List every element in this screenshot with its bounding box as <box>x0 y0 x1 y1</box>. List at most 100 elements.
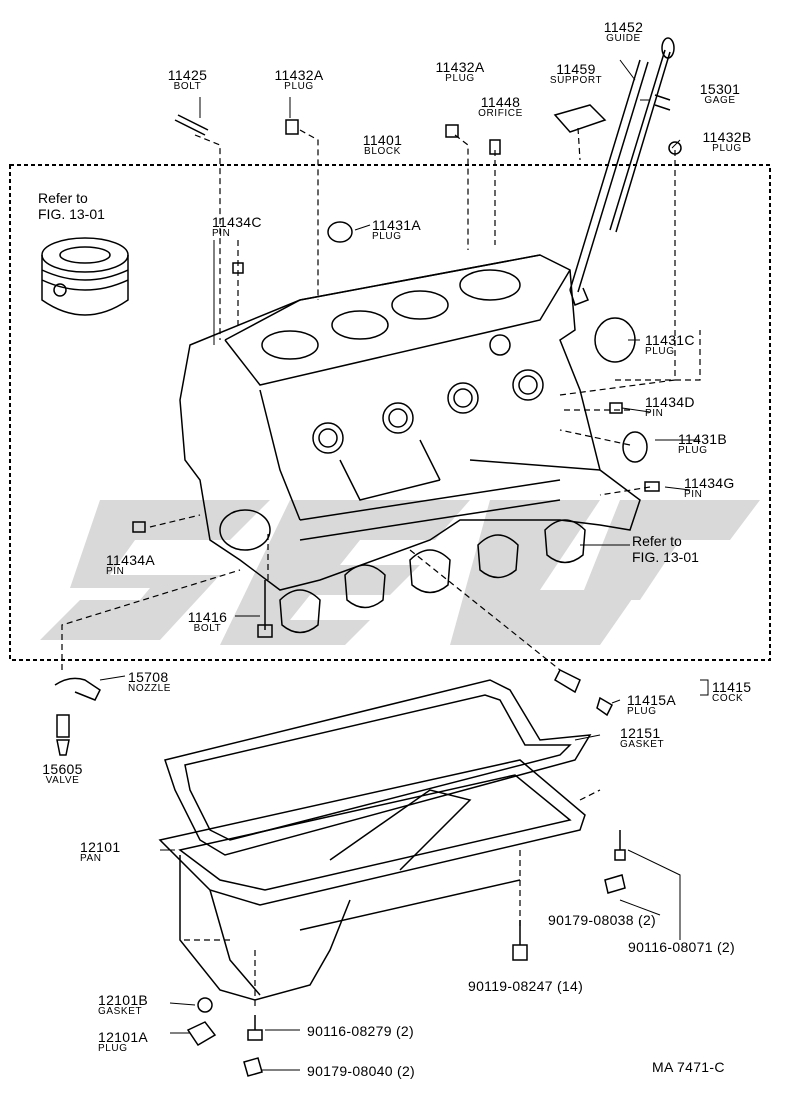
part-number: 15708 <box>128 669 169 685</box>
part-90116-08071: 90116-08071 (2) <box>628 939 735 955</box>
part-label-11431B: 11431B PLUG <box>678 432 748 456</box>
leader-lines <box>61 127 701 1010</box>
part-label-12101B: 12101B GASKET <box>98 993 168 1017</box>
part-number: 11432A <box>274 67 324 83</box>
part-90179-08040: 90179-08040 (2) <box>307 1063 416 1079</box>
part-name: PLUG <box>98 1043 128 1054</box>
part-number: 11459 <box>556 61 596 77</box>
engine-block-drawing <box>179 254 641 591</box>
part-label-15605: 15605 VALVE <box>35 762 90 786</box>
part-name: GAGE <box>704 95 736 106</box>
part-number: 12101 <box>80 839 121 855</box>
part-number: 11434G <box>684 475 735 491</box>
part-name: PLUG <box>284 81 314 92</box>
part-label-11425: 11425 BOLT <box>160 68 215 92</box>
part-name: BOLT <box>173 81 202 92</box>
part-number: 12151 <box>620 725 661 741</box>
small-parts <box>54 104 682 756</box>
part-name: BLOCK <box>364 146 401 157</box>
part-90119-08247: 90119-08247 (14) <box>468 978 584 994</box>
pointer-lines <box>99 59 709 1071</box>
part-label-11459: 11459 SUPPORT <box>542 62 610 86</box>
part-name: PLUG <box>712 143 742 154</box>
part-name: PLUG <box>372 231 402 242</box>
part-name: PLUG <box>645 346 675 357</box>
refer-to-fig-right: Refer to FIG. 13-01 <box>632 533 699 565</box>
assembly-frame <box>9 164 771 661</box>
part-number: 12101B <box>98 992 149 1008</box>
part-number: 15301 <box>699 81 741 97</box>
part-label-12151: 12151 GASKET <box>620 726 685 750</box>
part-name: NOZZLE <box>128 683 172 694</box>
part-number: 11431C <box>645 332 695 348</box>
part-label-11432A-left: 11432A PLUG <box>264 68 334 92</box>
refer-to-text: Refer to <box>38 190 88 206</box>
part-label-11401: 11401 BLOCK <box>355 133 410 157</box>
refer-to-text: Refer to <box>632 533 682 549</box>
part-number: 11415 <box>712 679 752 695</box>
part-name: PIN <box>106 566 125 577</box>
part-label-15708: 15708 NOZZLE <box>128 670 188 694</box>
part-number: 11416 <box>187 609 228 625</box>
part-name: PLUG <box>678 445 708 456</box>
part-name: GASKET <box>620 739 665 750</box>
part-name: GUIDE <box>606 33 641 44</box>
part-label-11432B: 11432B PLUG <box>692 130 762 154</box>
part-name: VALVE <box>45 775 80 786</box>
part-90179-08038: 90179-08038 (2) <box>548 912 657 928</box>
part-number: 15605 <box>42 761 83 777</box>
part-90116-08279: 90116-08279 (2) <box>307 1023 414 1039</box>
piston-drawing <box>41 237 129 316</box>
part-number: 11434D <box>645 394 695 410</box>
part-label-11432A-top: 11432A PLUG <box>425 60 495 84</box>
part-label-11434C: 11434C PIN <box>212 215 282 239</box>
part-label-15301: 15301 GAGE <box>690 82 750 106</box>
part-name: PLUG <box>445 73 475 84</box>
part-name: ORIFICE <box>478 108 523 119</box>
part-number: 11431A <box>372 217 422 233</box>
oil-pan <box>158 759 586 1047</box>
part-number: 12101A <box>98 1029 149 1045</box>
dipstick-guide <box>569 37 675 306</box>
part-number: 11432A <box>435 59 485 75</box>
part-name: COCK <box>712 693 744 704</box>
part-name: PIN <box>645 408 664 419</box>
part-number: 11452 <box>603 19 644 35</box>
part-label-11416: 11416 BOLT <box>180 610 235 634</box>
part-label-11452: 11452 GUIDE <box>596 20 651 44</box>
figure-code: MA 7471-C <box>652 1059 725 1075</box>
part-label-11415A: 11415A PLUG <box>627 693 697 717</box>
part-label-11434G: 11434G PIN <box>684 476 754 500</box>
part-name: PIN <box>212 228 231 239</box>
part-label-11448: 11448 ORIFICE <box>468 95 533 119</box>
part-number: 11401 <box>362 132 403 148</box>
part-label-11431C: 11431C PLUG <box>645 333 715 357</box>
part-label-11415: 11415 COCK <box>712 680 772 704</box>
part-name: SUPPORT <box>549 75 603 86</box>
bearing-shells <box>279 519 586 634</box>
part-label-11434A: 11434A PIN <box>106 553 181 577</box>
part-label-11434D: 11434D PIN <box>645 395 715 419</box>
fasteners <box>243 830 626 1077</box>
part-label-12101A: 12101A PLUG <box>98 1030 168 1054</box>
figure-reference: FIG. 13-01 <box>632 549 699 566</box>
part-number: 11448 <box>480 94 521 110</box>
part-name: PLUG <box>627 706 657 717</box>
part-number: 11434C <box>212 214 262 230</box>
part-number: 11415A <box>627 692 677 708</box>
part-label-11431A: 11431A PLUG <box>372 218 442 242</box>
part-name: BOLT <box>193 623 222 634</box>
part-name: PIN <box>684 489 703 500</box>
watermark-logo <box>40 500 760 645</box>
oil-pan-gasket <box>164 679 592 856</box>
part-name: GASKET <box>98 1006 143 1017</box>
part-number: 11425 <box>167 67 208 83</box>
part-number: 11432B <box>702 129 752 145</box>
part-number: 11434A <box>106 552 156 568</box>
part-name: PAN <box>80 853 102 864</box>
part-label-12101: 12101 PAN <box>80 840 140 864</box>
refer-to-fig-left: Refer to FIG. 13-01 <box>38 190 105 222</box>
figure-reference: FIG. 13-01 <box>38 206 105 223</box>
part-number: 11431B <box>678 431 728 447</box>
